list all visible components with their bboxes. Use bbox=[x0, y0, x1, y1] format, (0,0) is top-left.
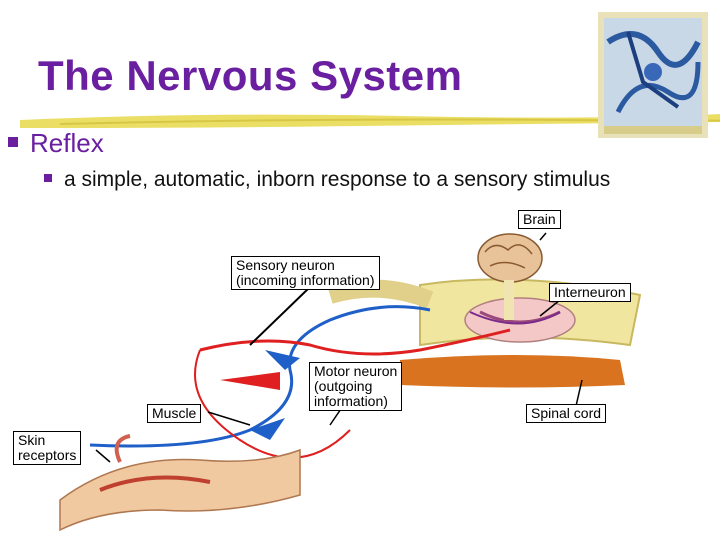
skin-leader-line bbox=[95, 449, 111, 463]
label-motor-line2: (outgoing bbox=[314, 378, 373, 394]
sensory-leader-line bbox=[249, 286, 311, 346]
bullet-square-icon bbox=[44, 174, 52, 183]
bullet-reflex-definition: a simple, automatic, inborn response to … bbox=[44, 168, 610, 192]
brain-illustration bbox=[477, 233, 543, 320]
label-skin-receptors: Skin receptors bbox=[13, 431, 82, 465]
spinal-leader-line bbox=[575, 379, 583, 407]
sensory-arrow-icon bbox=[265, 350, 300, 370]
brain-leader-line bbox=[539, 232, 547, 241]
label-motor-line1: Motor neuron bbox=[314, 363, 398, 379]
label-skin-line1: Skin bbox=[18, 432, 46, 448]
label-muscle-text: Muscle bbox=[152, 405, 197, 421]
label-brain: Brain bbox=[518, 210, 561, 229]
label-sensory-neuron: Sensory neuron (incoming information) bbox=[231, 256, 380, 290]
interneuron-path bbox=[469, 311, 561, 325]
title-underline-decoration bbox=[20, 114, 720, 128]
slide-title: The Nervous System bbox=[38, 52, 463, 99]
label-sensory-line1: Sensory neuron bbox=[236, 257, 335, 273]
bullet-definition-text: a simple, automatic, inborn response to … bbox=[64, 168, 611, 191]
sensory-arrow-icon-2 bbox=[250, 418, 285, 440]
label-motor-line3: information) bbox=[314, 393, 388, 409]
motor-neuron-loop bbox=[194, 349, 351, 459]
interneuron-leader-line bbox=[539, 299, 561, 317]
decorative-neuron-image bbox=[598, 12, 708, 138]
sensory-neuron-path bbox=[89, 305, 431, 448]
label-interneuron-text: Interneuron bbox=[554, 284, 626, 300]
label-interneuron: Interneuron bbox=[549, 283, 631, 302]
motor-neuron-path bbox=[199, 328, 511, 356]
label-muscle: Muscle bbox=[147, 404, 202, 423]
muscle-leader-line bbox=[207, 411, 251, 426]
label-spinal-cord: Spinal cord bbox=[526, 404, 607, 423]
motor-arrow-icon bbox=[220, 372, 280, 390]
bullet-reflex-text: Reflex bbox=[30, 128, 104, 158]
bullet-reflex: Reflex bbox=[8, 128, 104, 159]
bullet-square-icon bbox=[8, 137, 18, 148]
arm-muscle-illustration bbox=[59, 434, 301, 532]
label-brain-text: Brain bbox=[523, 211, 556, 227]
label-sensory-line2: (incoming information) bbox=[236, 272, 375, 288]
label-skin-line2: receptors bbox=[18, 447, 77, 463]
label-motor-neuron: Motor neuron (outgoing information) bbox=[309, 362, 403, 411]
label-spinal-cord-text: Spinal cord bbox=[531, 405, 602, 421]
